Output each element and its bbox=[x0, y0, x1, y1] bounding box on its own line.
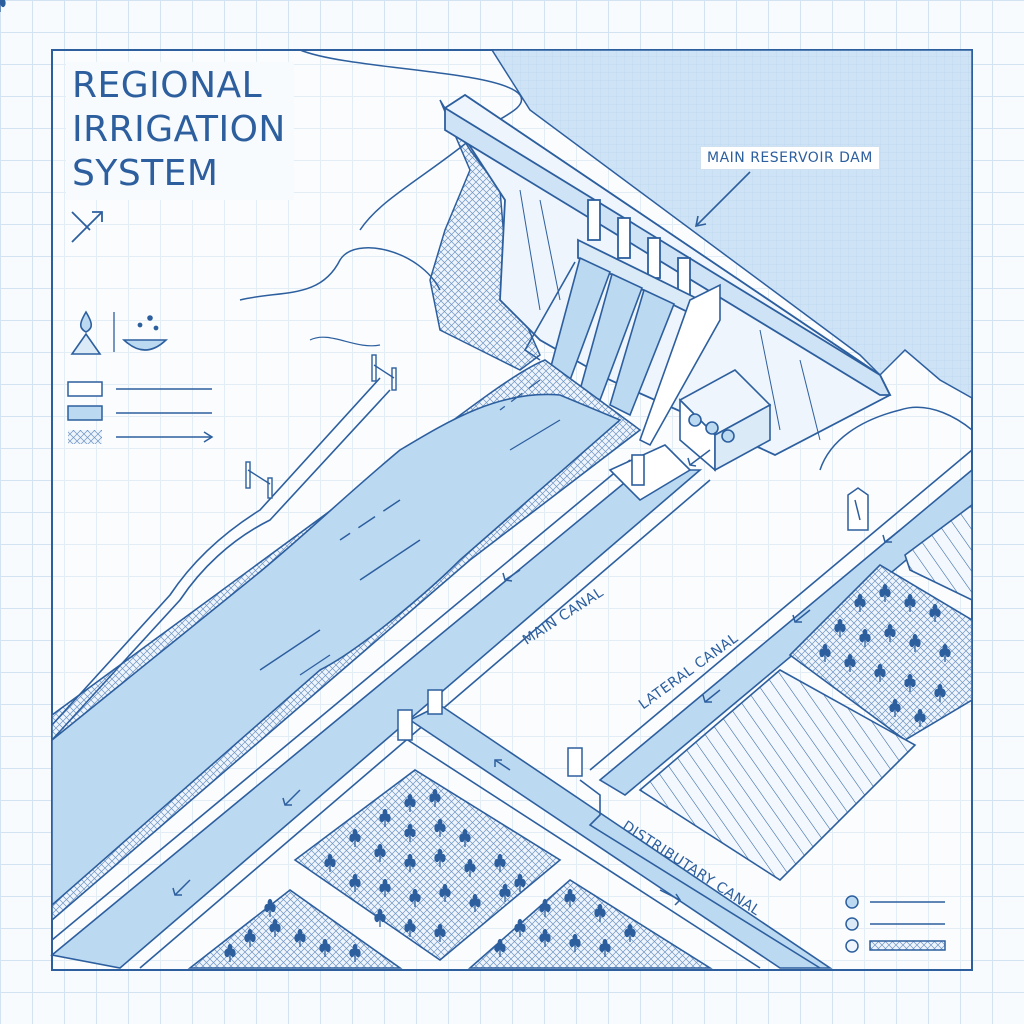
water-drop-mountain-icon bbox=[70, 310, 102, 355]
terrain-contour bbox=[239, 247, 441, 301]
dam-side-wall bbox=[639, 283, 721, 447]
dam-spillway bbox=[523, 256, 676, 417]
title-line-2: IRRIGATION bbox=[72, 109, 286, 150]
reservoir-water bbox=[490, 49, 973, 400]
dam-gate-pillars bbox=[577, 199, 701, 320]
fence-post bbox=[245, 354, 397, 499]
terrain-contour bbox=[299, 49, 523, 231]
title-line-1: REGIONAL bbox=[72, 65, 263, 106]
canal-gate bbox=[397, 487, 869, 777]
river-bank-path bbox=[51, 389, 391, 741]
title-line-3: SYSTEM bbox=[72, 153, 219, 194]
label-main-reservoir-dam: MAIN RESERVOIR DAM bbox=[700, 146, 880, 170]
terrain-contour bbox=[819, 406, 973, 471]
legend bbox=[67, 381, 214, 444]
flow-arrows bbox=[172, 449, 901, 906]
compass-arrow-icon bbox=[71, 211, 103, 243]
diagram-title: REGIONAL IRRIGATION SYSTEM bbox=[66, 62, 294, 200]
river-channel bbox=[51, 359, 642, 922]
legend-swatch-terrain bbox=[68, 430, 102, 444]
dam-label-pointer bbox=[694, 171, 751, 228]
legend-swatch-structure bbox=[67, 381, 103, 397]
water-bowl-icon bbox=[121, 315, 169, 351]
legend-swatch-water bbox=[67, 405, 103, 421]
legend-secondary bbox=[845, 895, 946, 953]
crop-plants bbox=[0, 0, 951, 963]
dam-crest bbox=[444, 106, 892, 396]
terrain-contour bbox=[309, 336, 381, 347]
